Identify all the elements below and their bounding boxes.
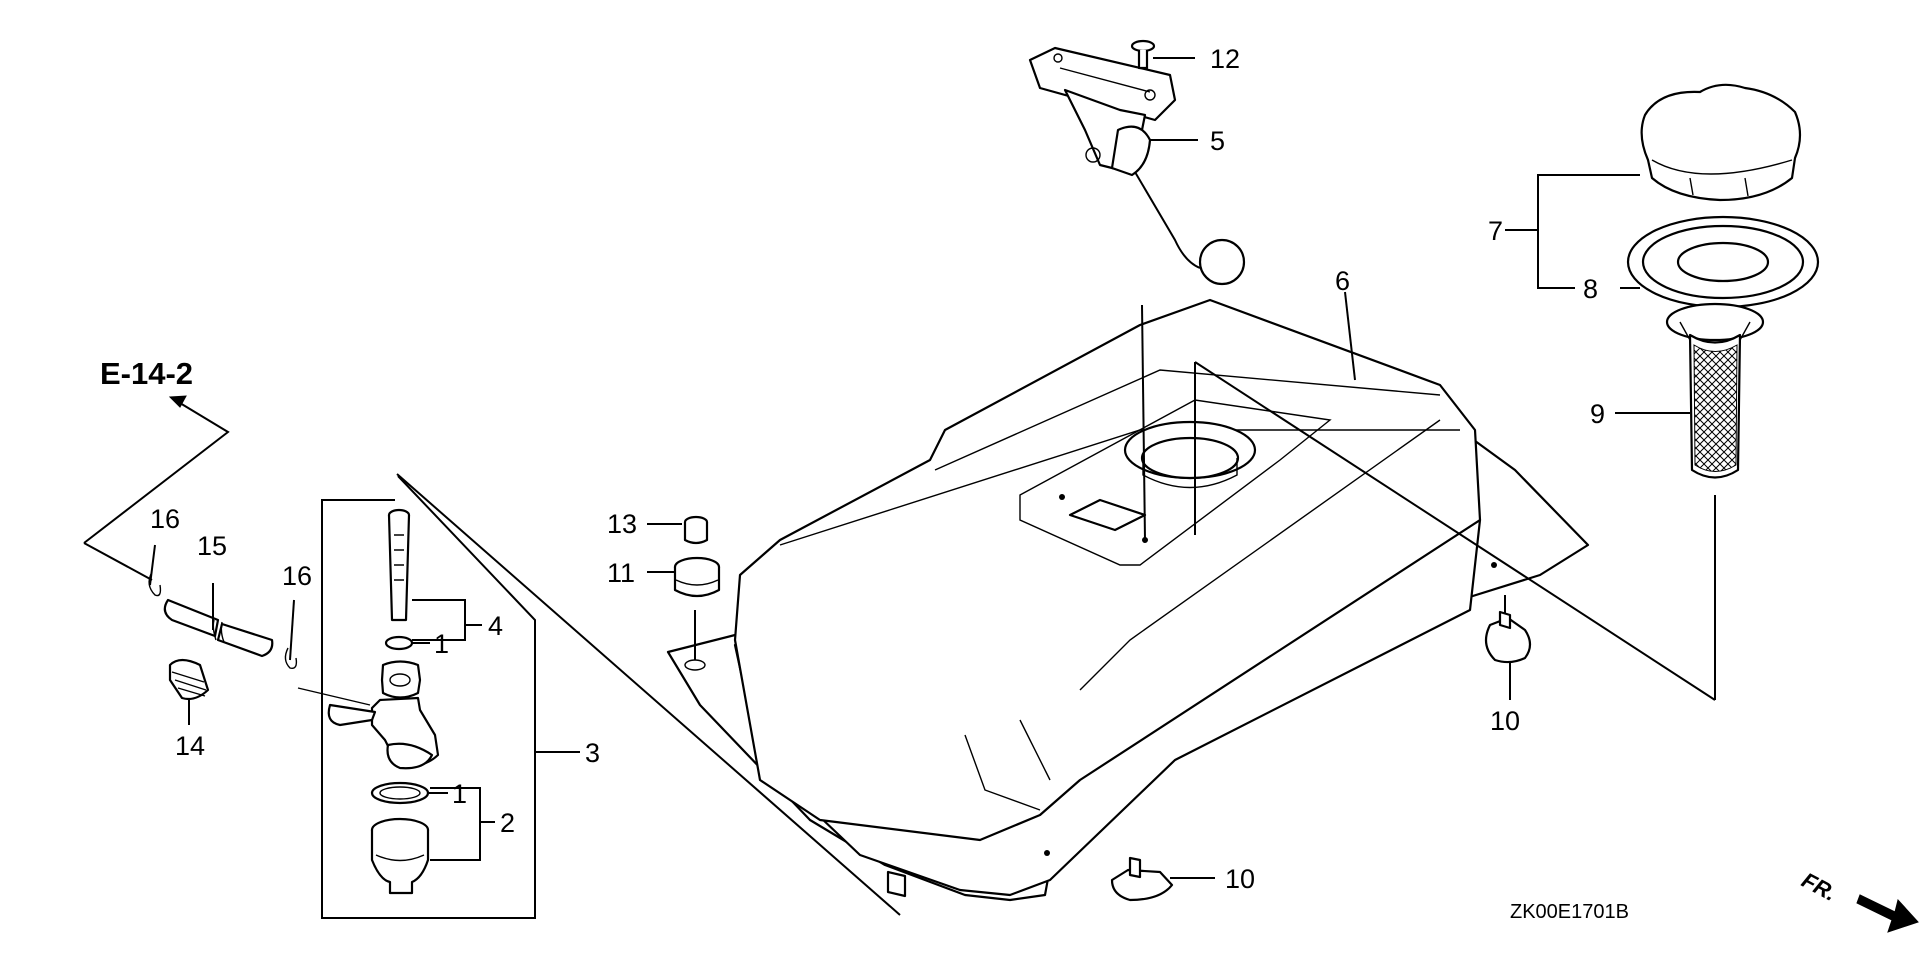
front-label: FR. bbox=[1798, 867, 1841, 906]
callout-16-right: 16 bbox=[282, 561, 312, 591]
callout-7: 7 bbox=[1488, 216, 1503, 246]
callout-16-left: 16 bbox=[150, 504, 180, 534]
fuel-meter bbox=[1028, 46, 1246, 286]
pipe-joint-12 bbox=[168, 658, 210, 701]
fuel-cock-assembly-box bbox=[321, 475, 536, 919]
tube-clip-16-right bbox=[284, 647, 298, 669]
o-ring-1a bbox=[384, 635, 414, 651]
joint-piece-10-bottom bbox=[1110, 856, 1174, 902]
screw-14 bbox=[1130, 39, 1156, 70]
callout-5: 5 bbox=[1210, 126, 1225, 156]
filler-cap bbox=[1640, 83, 1802, 202]
fuel-tube-15 bbox=[163, 598, 274, 658]
callout-10-right: 10 bbox=[1490, 706, 1520, 736]
o-ring-1b bbox=[370, 781, 430, 805]
callout-6: 6 bbox=[1335, 266, 1350, 296]
callout-4: 4 bbox=[488, 611, 503, 641]
cap-seal bbox=[1626, 215, 1820, 309]
callout-9: 9 bbox=[1590, 399, 1605, 429]
callout-2: 2 bbox=[500, 808, 515, 838]
cushion-11 bbox=[673, 556, 721, 598]
leader-lines bbox=[149, 57, 1690, 879]
reference-arrow bbox=[83, 395, 230, 581]
fuel-cock-body bbox=[297, 660, 440, 770]
callout-12: 14 bbox=[175, 731, 205, 761]
callout-1a: 1 bbox=[434, 629, 449, 659]
fuel-strainer bbox=[1665, 302, 1765, 479]
front-direction-arrow: FR. bbox=[1798, 867, 1919, 933]
callout-15: 15 bbox=[197, 531, 227, 561]
cushion-13 bbox=[683, 515, 709, 545]
fuel-cup-2 bbox=[370, 817, 430, 895]
callout-11: 11 bbox=[607, 558, 635, 588]
callout-3: 3 bbox=[585, 738, 600, 768]
callout-14: 12 bbox=[1210, 44, 1240, 74]
drawing-code: ZK00E1701B bbox=[1510, 901, 1629, 923]
fuel-filter-4 bbox=[387, 508, 411, 622]
reference-label: E-14-2 bbox=[100, 356, 193, 391]
joint-piece-10-right bbox=[1484, 610, 1532, 664]
callout-labels: 12 5 6 7 8 9 10 10 13 11 16 15 16 14 4 1… bbox=[100, 44, 1629, 923]
callout-13: 13 bbox=[607, 509, 637, 539]
callout-8: 8 bbox=[1583, 274, 1598, 304]
callout-1b: 1 bbox=[452, 779, 467, 809]
fuel-tank bbox=[666, 298, 1590, 902]
callout-10-bottom: 10 bbox=[1225, 864, 1255, 894]
